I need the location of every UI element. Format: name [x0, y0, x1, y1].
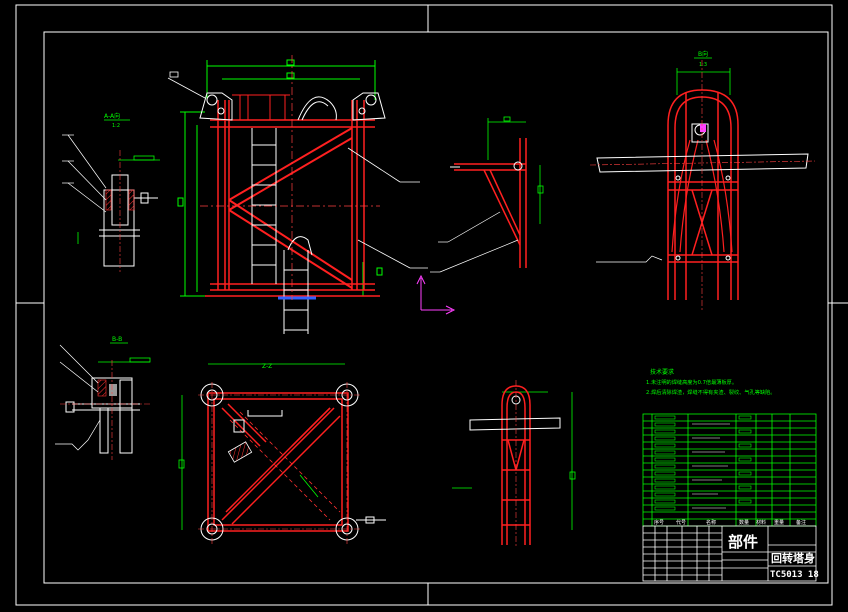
title-part-type: 部件 [728, 533, 758, 551]
header-weight: 重量 [774, 519, 784, 526]
side-view: B向 1:3 [589, 50, 816, 310]
top-rail [232, 94, 290, 120]
header-name: 名称 [706, 519, 716, 526]
technical-notes: 技术要求 1.未注明的焊缝高度为0.7倍最薄板厚。 2.焊后清除焊渣，焊缝不得有… [646, 368, 775, 396]
side-view-label: B向 [698, 50, 708, 58]
front-view [167, 55, 428, 334]
header-code: 代号 [676, 519, 686, 526]
front-centerlines [200, 55, 380, 300]
plan-view: Z-Z [178, 363, 386, 545]
header-seq: 序号 [654, 519, 664, 526]
notes-line-1: 1.未注明的焊缝高度为0.7倍最薄板厚。 [646, 378, 737, 386]
title-block: 序号 代号 名称 数量 材料 重量 备注 [642, 413, 819, 582]
front-leaders [167, 77, 428, 269]
title-drawing-no: TC5013 18 [770, 570, 819, 580]
bracket-view [430, 116, 544, 273]
notes-line-2: 2.焊后清除焊渣，焊缝不得有夹渣、裂纹、气孔等缺陷。 [646, 388, 775, 396]
top-lug-plates [199, 92, 386, 121]
drawing-frame [15, 4, 848, 606]
detail-a-view: A-A向 1:2 [62, 112, 160, 272]
ucs-icon [416, 274, 456, 315]
tower-diagonals [228, 127, 353, 289]
top-sheave [297, 96, 337, 121]
frame-view [452, 380, 576, 548]
header-qty: 数量 [739, 519, 749, 526]
header-material: 材料 [756, 519, 766, 526]
header-note: 备注 [796, 519, 806, 526]
side-view-scale: 1:3 [699, 62, 707, 68]
balloon-ref [169, 71, 179, 78]
detail-a-label: A-A向 [104, 112, 120, 120]
notes-heading: 技术要求 [650, 368, 674, 376]
detail-b-label: B-B [112, 336, 122, 343]
detail-a-scale: 1:2 [112, 123, 120, 129]
title-part-name: 回转塔身 [771, 551, 815, 565]
plan-view-label: Z-Z [262, 363, 272, 370]
front-view-dimensions [177, 59, 383, 297]
detail-b-view: B-B [55, 336, 151, 460]
